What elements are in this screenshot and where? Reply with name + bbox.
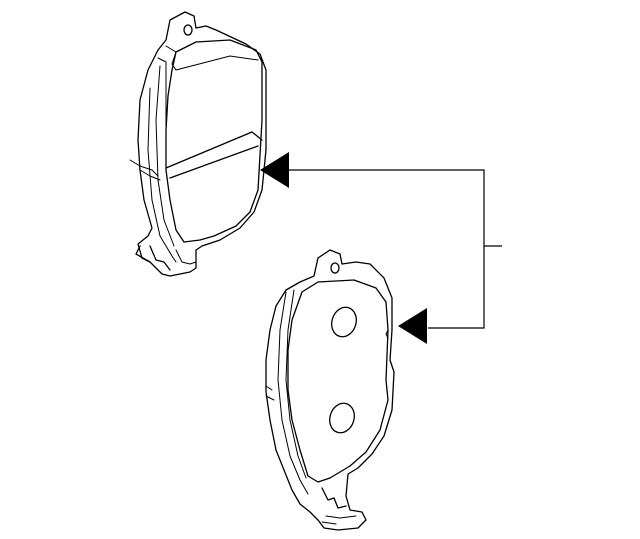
upper-pad-center-groove [165, 131, 263, 179]
lower-pad-hole-bottom [329, 402, 355, 434]
lower-brake-pad [265, 249, 395, 531]
lower-pad-bottom-tab [321, 487, 347, 509]
upper-pad-ear-hole [183, 24, 193, 36]
lower-pad-friction-material [287, 279, 389, 483]
lower-pad-hole-top [331, 306, 357, 338]
upper-brake-pad [129, 11, 267, 277]
leader-line [288, 169, 485, 329]
arrowhead-lower-pad [398, 308, 427, 344]
arrowhead-upper-pad [260, 152, 289, 188]
upper-pad-backing-plate [137, 11, 267, 277]
callout-leader [260, 152, 502, 344]
lower-pad-ear-hole [330, 262, 340, 274]
upper-pad-bottom-tab [135, 245, 171, 271]
lower-pad-backing-plate [265, 249, 395, 531]
